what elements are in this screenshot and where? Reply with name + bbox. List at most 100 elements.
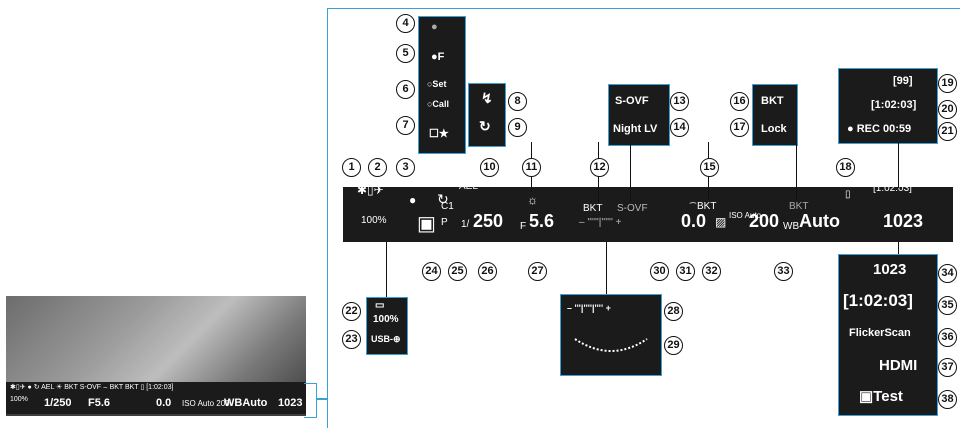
bar-wb-label: WB [783,221,799,232]
bar-bkt2: BKT [697,201,716,212]
box-flicker: FlickerScan [849,327,911,339]
bar-ael: AEL [459,181,478,192]
callout-38: 38 [938,390,957,409]
box-shots: 1023 [873,261,906,278]
callout-37: 37 [938,358,957,377]
bar-time: [1:02:03] [873,183,912,194]
photo-info-strip: ✱▯✈ ● ↻ AEL ☀ BKT S-OVF ⌢ BKT BKT ▯ [1:0… [6,382,306,414]
callout-20: 20 [938,100,957,119]
lead-34 [898,242,899,254]
lead-16-down [796,144,797,200]
callout-14: 14 [670,118,689,137]
box-lock: Lock [761,123,787,135]
box-16-17: BKT Lock [752,84,798,146]
box-time: [1:02:03] [871,99,916,111]
camera-photo: ✱▯✈ ● ↻ AEL ☀ BKT S-OVF ⌢ BKT BKT ▯ [1:0… [6,296,306,416]
callout-1: 1 [342,158,361,177]
callout-27: 27 [528,262,547,281]
bar-c1: C1 [441,201,454,212]
bar-bkt1: BKT [583,203,602,214]
bracket-link [316,398,327,400]
box-time-big: [1:02:03] [843,291,913,311]
box-rec: ● REC 00:59 [847,123,911,135]
box-hdmi: HDMI [879,357,917,374]
box-bkt: BKT [761,95,784,107]
box-34-38: 1023 [1:02:03] FlickerScan HDMI ▣Test [838,254,938,416]
box-dot: ● [431,21,438,33]
callout-35: 35 [938,296,957,315]
bar-battery: 100% [361,215,387,226]
box-usb: USB-⊕ [371,334,401,345]
box-rotate-icon: ↻ [479,118,491,135]
callout-12: 12 [590,158,609,177]
box-scene-icon: ☐★ [429,127,449,140]
box-22-23: ▭ 100% USB-⊕ [366,297,408,355]
bar-sovf: S-OVF [617,203,648,214]
callout-8: 8 [508,92,527,111]
strip-exposure: 0.0 [156,397,171,409]
callout-2: 2 [368,158,387,177]
callout-31: 31 [676,262,695,281]
callout-4: 4 [396,14,415,33]
callout-32: 32 [702,262,721,281]
box-battery: 100% [373,314,399,325]
box-set: ○Set [427,79,446,89]
bar-icons-left: ✱▯✈ [357,183,384,197]
callout-22: 22 [342,302,361,321]
bar-card-icon: ▯ [845,189,851,200]
callout-33: 33 [774,262,793,281]
box-nightlv: Night LV [613,123,657,135]
strip-row1: ✱▯✈ ● ↻ AEL ☀ BKT S-OVF ⌢ BKT BKT ▯ [1:0… [10,383,173,392]
bar-shutter-prefix: 1/ [461,219,469,230]
bar-camera-icon: ▣ [417,211,436,236]
box-99: [99] [893,75,913,87]
box-28-29: – '''|''''|'''' + [560,294,662,376]
callout-34: 34 [938,264,957,283]
callout-9: 9 [508,118,527,137]
callout-21: 21 [938,122,957,141]
lead-13-down [630,144,631,202]
callout-28: 28 [664,302,683,321]
box-test: ▣Test [859,387,903,405]
strip-iso: ISO Auto 200 [182,399,230,408]
lead-21-down [898,142,899,188]
strip-battery: 100% [10,396,28,403]
callout-25: 25 [448,262,467,281]
bar-aperture: 5.6 [529,211,554,232]
box-13-14: S-OVF Night LV [608,84,670,146]
lead-28 [606,242,607,294]
box-battery-icon: ▭ [375,300,384,311]
bar-wb: Auto [799,211,840,232]
callout-26: 26 [478,262,497,281]
box-f: ●F [431,51,444,63]
box-19-21: [99] [1:02:03] ● REC 00:59 [838,68,938,144]
bar-arc-icon: ⌢ [689,195,697,210]
bar-rec-dot: ● [409,193,416,207]
callout-7: 7 [396,116,415,135]
bar-shots: 1023 [883,211,923,232]
callout-23: 23 [342,330,361,349]
strip-aperture: F5.6 [88,397,110,409]
bar-iso: 200 [749,211,779,232]
callout-18: 18 [836,158,855,177]
strip-shutter: 1/250 [44,397,72,409]
callout-5: 5 [396,44,415,63]
callout-15: 15 [700,158,719,177]
callout-19: 19 [938,74,957,93]
bar-iso-label: ISO Auto [729,211,749,220]
box-level-scale: – '''|''''|'''' + [567,303,611,313]
photo-bracket [304,383,317,418]
bar-shutter: 250 [473,211,503,232]
callout-29: 29 [664,336,683,355]
callout-6: 6 [396,80,415,99]
callout-10: 10 [480,158,499,177]
bar-scale: – ''''''|'''''' + [579,217,621,228]
box-8-9: ↯ ↻ [468,83,506,147]
lead-22 [386,242,387,297]
bar-flash-comp-icon: ▨ [715,215,726,229]
callout-16: 16 [730,92,749,111]
strip-wb: WBAuto [224,397,267,409]
callout-17: 17 [730,118,749,137]
callout-3: 3 [396,158,415,177]
bar-p: P [441,217,448,228]
